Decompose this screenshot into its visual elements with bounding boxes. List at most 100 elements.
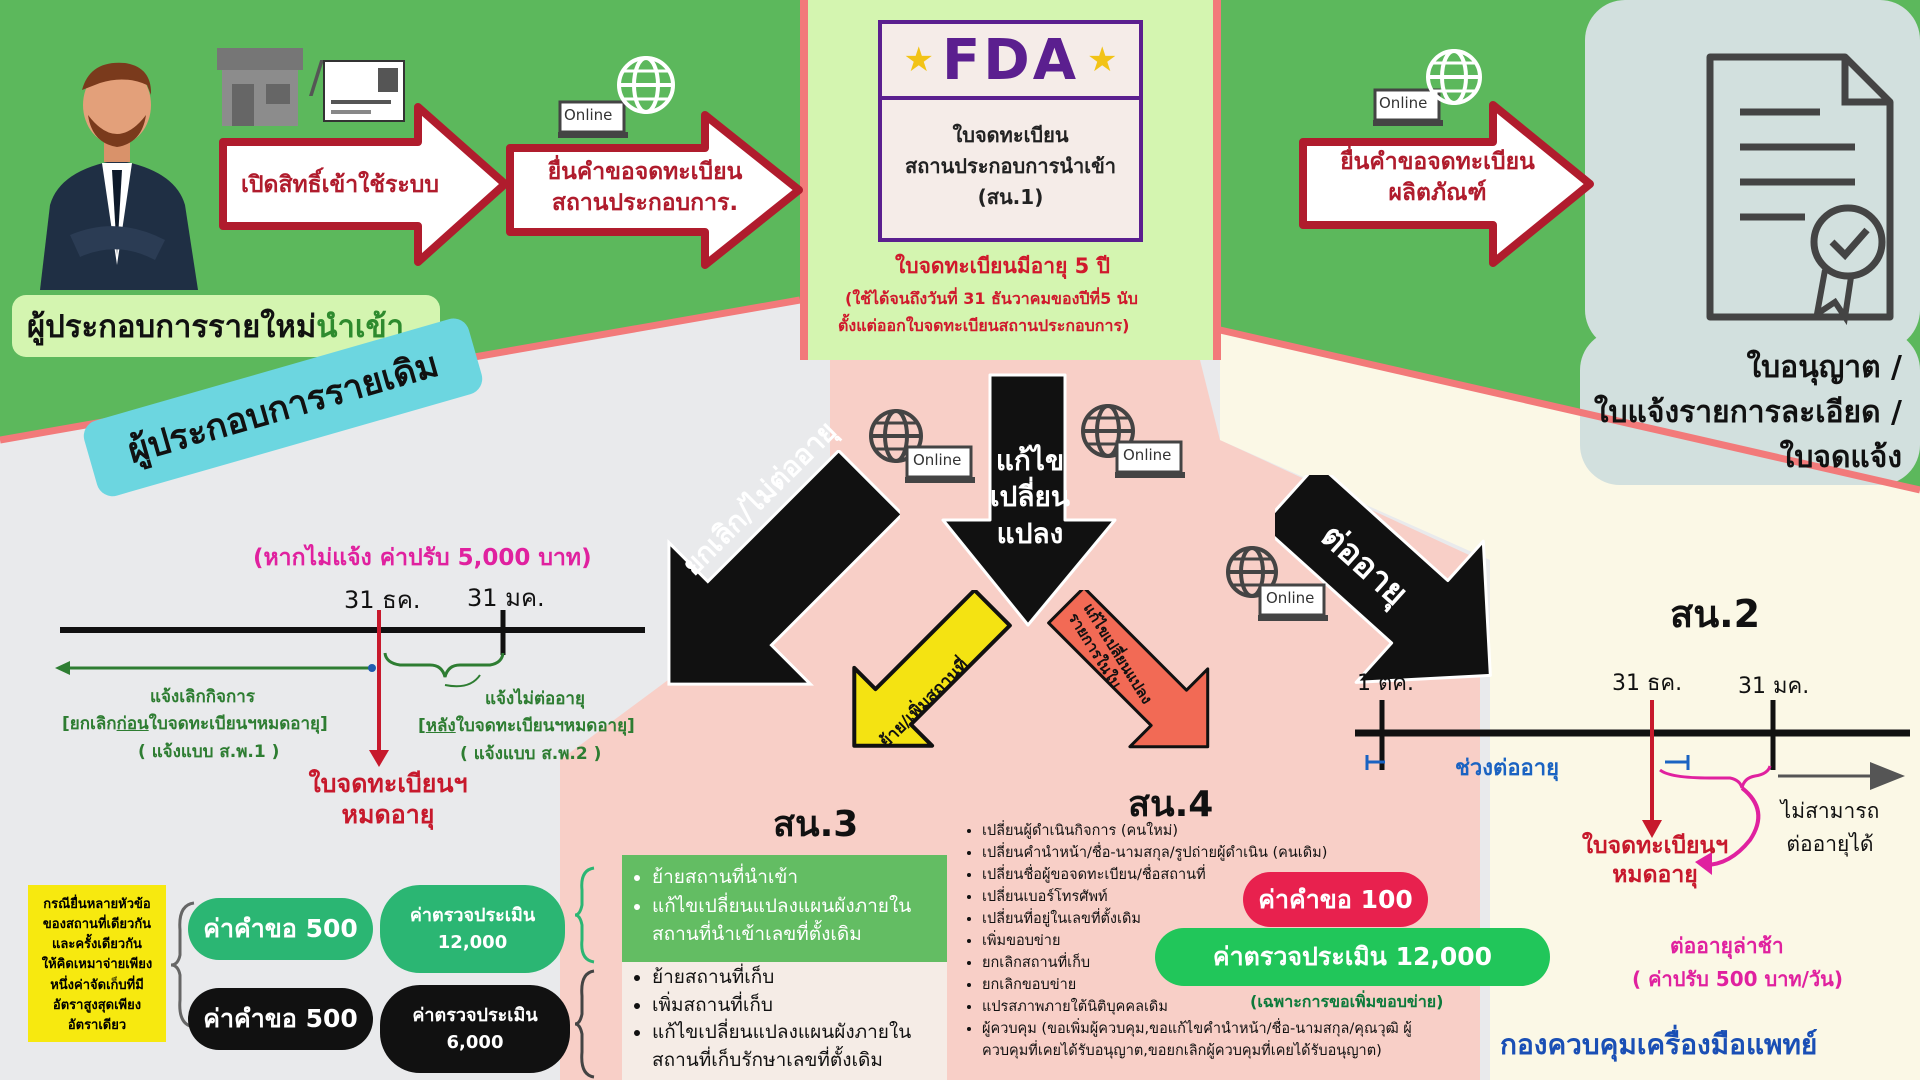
cannot-renew: ไม่สามารถ ต่ออายุได้: [1770, 795, 1890, 860]
cannot-line1: ไม่สามารถ: [1780, 799, 1880, 823]
sn4-inspect-note: (เฉพาะการขอเพิ่มขอบข่าย): [1250, 992, 1444, 1011]
sn3-item: เพิ่มสถานที่เก็บ: [652, 992, 939, 1020]
sn4-item: เปลี่ยนที่อยู่ในเลขที่ตั้งเดิม: [982, 908, 1450, 930]
sn2-title: สน.2: [1670, 592, 1761, 636]
sn3-title: สน.3: [773, 804, 859, 845]
modify-arrow: [941, 373, 1117, 627]
sn4-inspect-pill: ค่าตรวจประเมิน 12,000: [1155, 928, 1550, 986]
result-line1: ใบอนุญาต /: [1746, 350, 1902, 385]
date-31-jan: 31 มค.: [1738, 674, 1810, 699]
brace-a: [574, 866, 595, 964]
sn4-item: ยกเลิกสถานที่เก็บ: [982, 952, 1450, 974]
businessman-icon: [30, 35, 205, 290]
validity-text: ใบจดทะเบียนมีอายุ 5 ปี: [895, 254, 1110, 278]
fda-logo: FDA: [941, 27, 1080, 93]
product-arrow: [1299, 101, 1594, 267]
move-add-arrow: [835, 588, 1015, 755]
note-line: หนึ่งค่าจัดเก็บที่มี: [50, 977, 144, 993]
online-label: Online: [913, 451, 962, 469]
date-31-dec: 31 ธค.: [1612, 671, 1683, 696]
expired-line1: ใบจดทะเบียนฯ: [308, 769, 468, 798]
result-line3: ใบจดแจ้ง: [1779, 440, 1902, 475]
renew-region: [1220, 330, 1920, 1080]
cannot-line2: ต่ออายุได้: [1786, 831, 1874, 856]
sn4-item: แปรสภาพภายใต้นิติบุคคลเดิม: [982, 996, 1450, 1018]
id-card-icon: [323, 60, 405, 126]
expired-line2: หมดอายุ: [341, 800, 435, 830]
result-line2: ใบแจ้งรายการละเอียด /: [1593, 395, 1902, 430]
sn4-item: ยกเลิกขอบข่าย: [982, 974, 1450, 996]
globe-icon: [1080, 403, 1136, 463]
expired-line2: หมดอายุ: [1612, 861, 1698, 888]
late-fine: ( ค่าปรับ 500 บาท/วัน): [1632, 967, 1843, 991]
step2-label: ยื่นคำขอจดทะเบียน สถานประกอบการ.: [520, 157, 770, 219]
sn4-item: เปลี่ยนคำนำหน้า/ชื่อ-นามสกุล/รูปถ่ายผู้ด…: [982, 842, 1450, 864]
validity-note2: ตั้งแต่ออกใบจดทะเบียนสถานประกอบการ): [838, 316, 1130, 335]
laptop-icon: Online: [1373, 88, 1443, 128]
shop-icon: [212, 48, 308, 130]
globe-icon: [1225, 545, 1279, 603]
after-b: ใบจดทะเบียนฯหมดอายุ]: [455, 716, 635, 736]
sn3-list-b: ย้ายสถานที่เก็บ เพิ่มสถานที่เก็บ แก้ไขเป…: [622, 962, 947, 1080]
cert-line1: ใบจดทะเบียน: [952, 123, 1069, 147]
product-line1: ยื่นคำขอจดทะเบียน: [1340, 149, 1535, 175]
sn4-item: เปลี่ยนผู้ดำเนินกิจการ (คนใหม่): [982, 820, 1450, 842]
new-importer-text: ผู้ประกอบการรายใหม่: [27, 309, 317, 345]
inspect-b-label: ค่าตรวจประเมิน: [412, 1005, 538, 1026]
before-u: ก่อน: [116, 714, 149, 734]
renew-period: ช่วงต่ออายุ: [1455, 756, 1559, 781]
late-renew: ต่ออายุล่าช้า: [1670, 934, 1784, 958]
laptop-icon: Online: [1258, 583, 1328, 623]
cancel-arrow: [660, 448, 905, 720]
laptop-icon: Online: [905, 445, 975, 485]
detail-change-arrow: [1045, 586, 1230, 765]
left-brace: [170, 901, 195, 1029]
cert-line3: (สน.1): [977, 185, 1044, 209]
step2-line1: ยื่นคำขอจดทะเบียน: [547, 159, 743, 185]
online-label: Online: [1379, 94, 1428, 112]
sn4-list: เปลี่ยนผู้ดำเนินกิจการ (คนใหม่) เปลี่ยนค…: [960, 820, 1450, 1062]
inspect-a-label: ค่าตรวจประเมิน: [409, 905, 536, 926]
note-line: และครั้งเดียวกัน: [52, 937, 142, 953]
sn4-fee-pill: ค่าคำขอ 100: [1243, 872, 1428, 927]
brace-b: [574, 969, 595, 1079]
product-line2: ผลิตภัณฑ์: [1388, 180, 1487, 207]
date-1-oct: 1 ตค.: [1357, 671, 1414, 696]
note-line: อัตราสูงสุดเพียง: [52, 997, 142, 1013]
step1-label: เปิดสิทธิ์เข้าใช้ระบบ: [241, 172, 439, 198]
globe-icon: [616, 55, 676, 119]
form2: ( แจ้งแบบ ส.พ.2 ): [460, 744, 602, 764]
modify-line2: เปลี่ยน: [989, 480, 1071, 514]
note-line: กรณียื่นหลายหัวข้อ: [43, 897, 151, 912]
after-a: [: [418, 716, 426, 736]
globe-icon: [1425, 48, 1483, 110]
sn4-title: สน.4: [1128, 784, 1214, 825]
note-line: ให้คิดเหมาจ่ายเพียง: [41, 957, 153, 973]
cert-line2: สถานประกอบการนำเข้า: [905, 154, 1116, 178]
fda-certificate: ★ FDA ★ ใบจดทะเบียน สถานประกอบการนำเข้า …: [878, 20, 1143, 242]
renew-expired: ใบจดทะเบียนฯ หมดอายุ: [1555, 832, 1755, 890]
form1: ( แจ้งแบบ ส.พ.1 ): [138, 742, 280, 762]
sn4-item: เปลี่ยนเบอร์โทรศัพท์: [982, 886, 1450, 908]
renew-arrow: [1260, 461, 1505, 695]
sn3-list-a: ย้ายสถานที่นำเข้า แก้ไขเปลี่ยนแปลงแผนผัง…: [622, 855, 947, 962]
inspect-pill-a: ค่าตรวจประเมิน 12,000: [380, 885, 565, 973]
date-31-dec: 31 ธค.: [344, 586, 421, 614]
modify-line3: แปลง: [996, 516, 1064, 550]
date-31-jan: 31 มค.: [467, 584, 545, 612]
step1-arrow: [219, 103, 509, 266]
laptop-icon: Online: [1115, 440, 1185, 480]
online-label: Online: [1123, 446, 1172, 464]
online-label: Online: [1266, 589, 1315, 607]
before-a: [ยกเลิก: [62, 714, 117, 734]
division-name: กองควบคุมเครื่องมือแพทย์: [1500, 1028, 1818, 1061]
star-icon: ★: [903, 40, 934, 80]
sn3-item: แก้ไขเปลี่ยนแปลงแผนผังภายใน สถานที่เก็บร…: [652, 1019, 939, 1074]
after-expiry: [หลังใบจดทะเบียนฯหมดอายุ]: [418, 712, 635, 739]
separator-slash: /: [309, 52, 324, 103]
modify-label: แก้ไข เปลี่ยน แปลง: [960, 443, 1100, 552]
note-line: ของสถานที่เดียวกัน: [42, 917, 152, 933]
inspect-pill-b: ค่าตรวจประเมิน 6,000: [380, 985, 570, 1073]
document-certificate-icon: [1705, 52, 1895, 331]
step2-arrow: [506, 111, 803, 269]
